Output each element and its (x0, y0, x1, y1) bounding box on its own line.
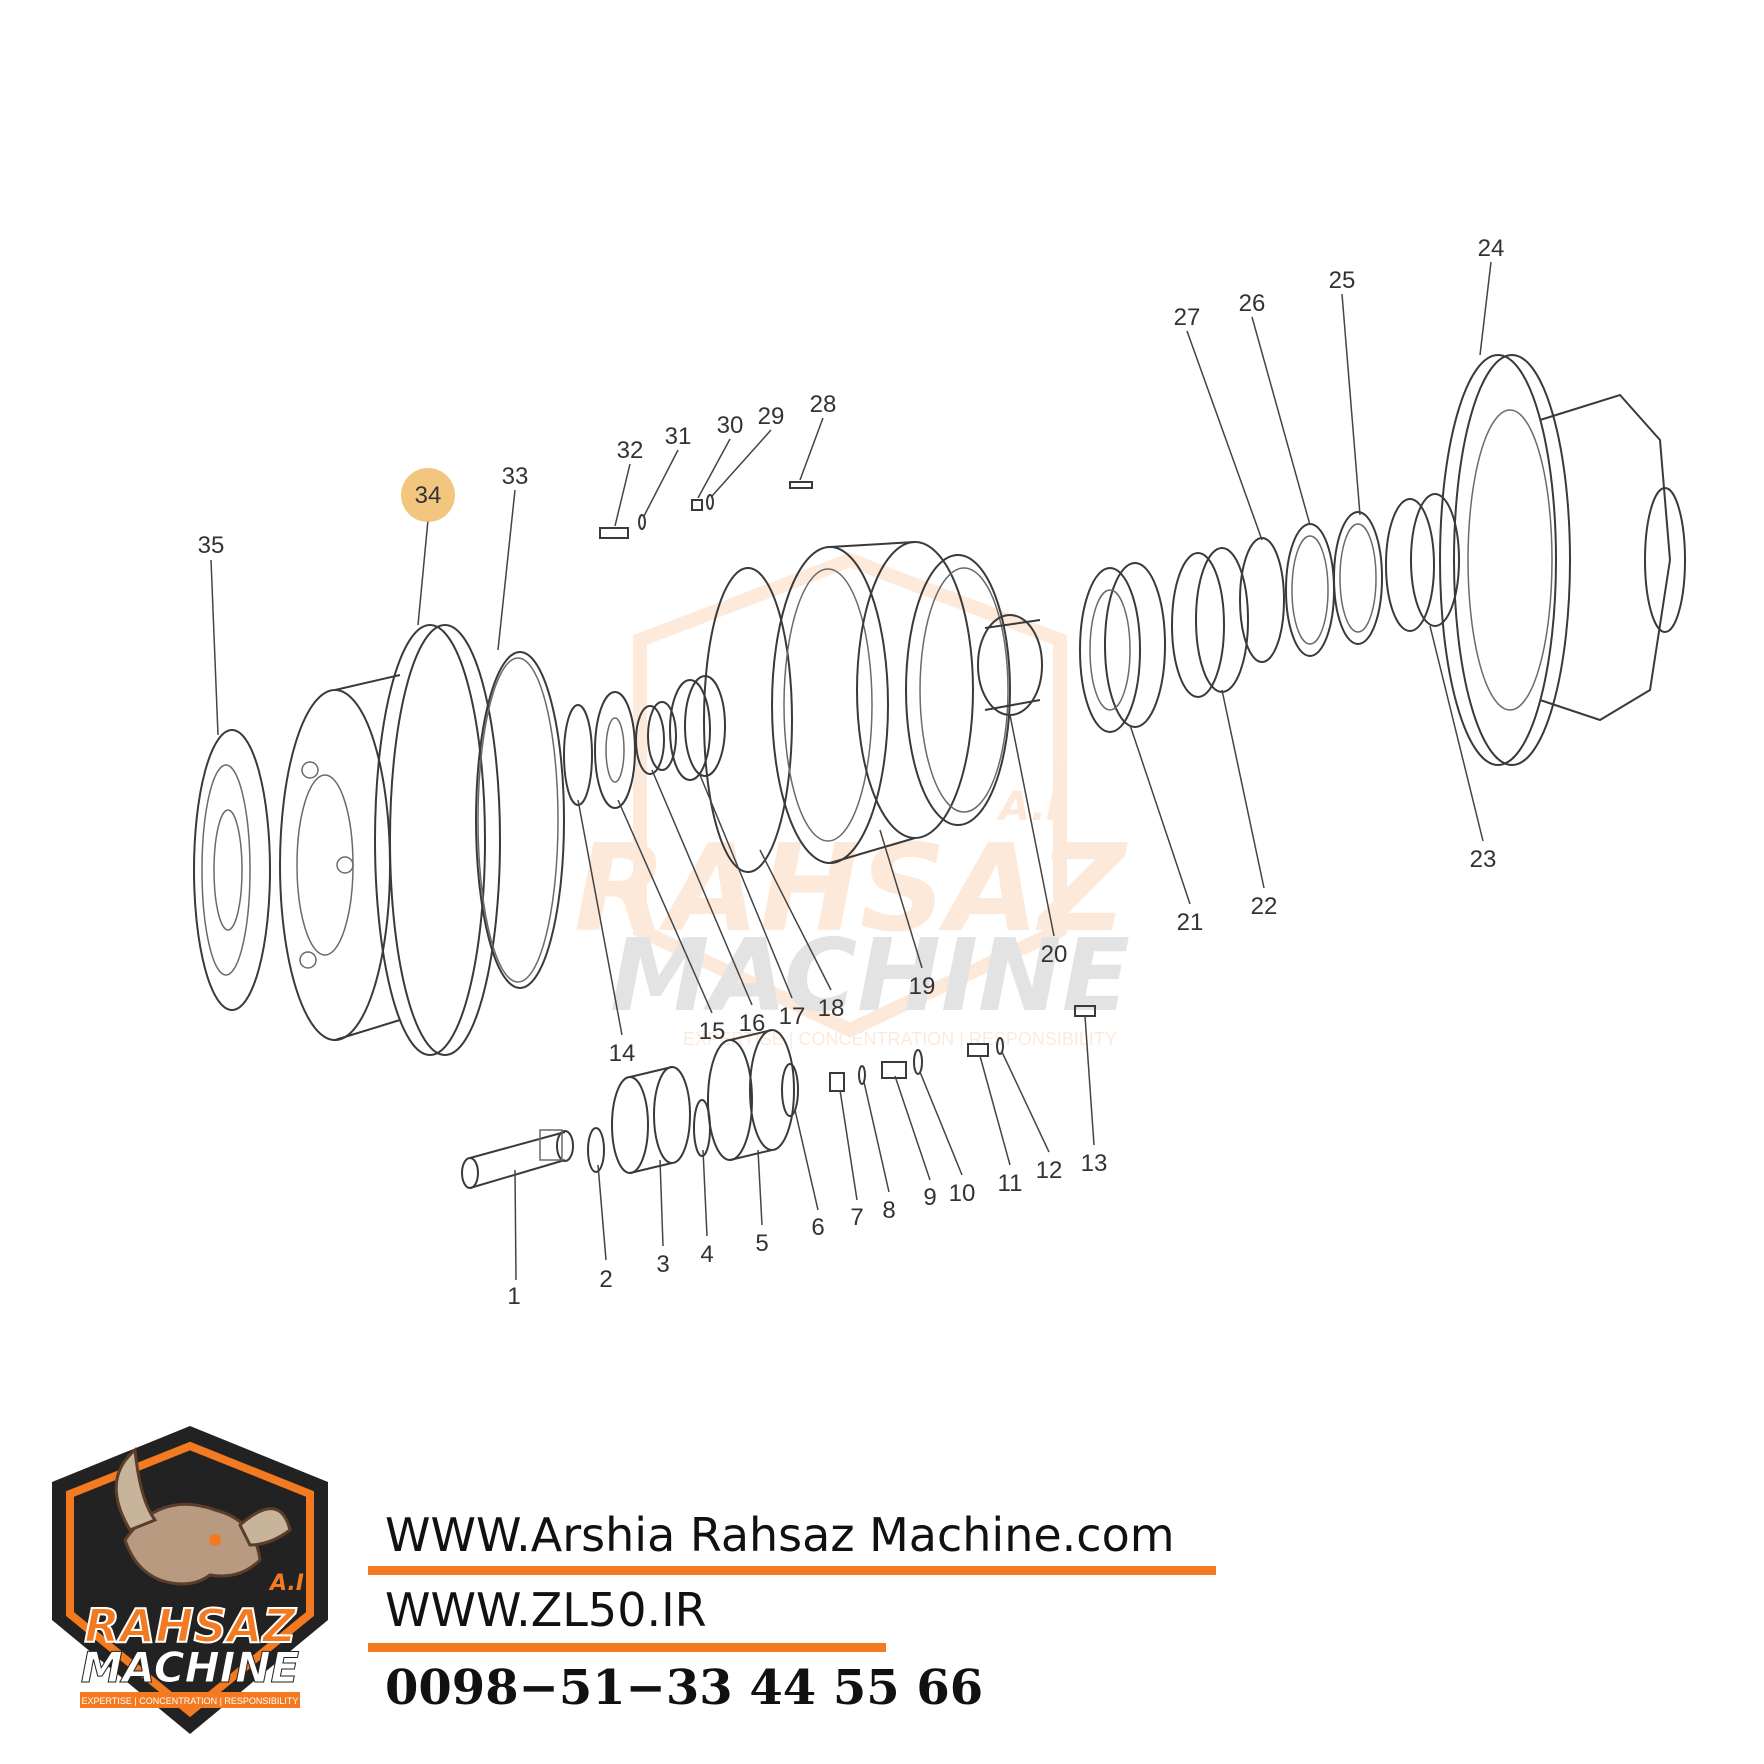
part-19-ring-gear (771, 541, 974, 864)
website-arshia-link[interactable]: WWW.Arshia Rahsaz Machine.com (385, 1508, 1175, 1562)
callout-label-19: 19 (909, 973, 936, 1000)
part-25-seal (1333, 511, 1383, 645)
callout-label-2: 2 (599, 1266, 612, 1293)
part-26-seal (1285, 523, 1335, 657)
callout-label-33: 33 (502, 463, 529, 490)
logo-tagline: EXPERTISE | CONCENTRATION | RESPONSIBILI… (82, 1696, 299, 1706)
rhino-head-icon (114, 1446, 292, 1586)
logo-line1: RAHSAZ (84, 1599, 297, 1653)
part-16-bushing (635, 701, 677, 775)
logo-tagline-bar (80, 1692, 300, 1708)
part-21-bearing (1079, 562, 1166, 733)
callout-label-9: 9 (923, 1184, 936, 1211)
logo-line2: MACHINE (81, 1643, 300, 1692)
part-15-washer (594, 691, 636, 809)
callout-label-15: 15 (699, 1018, 726, 1045)
callout-label-14: 14 (609, 1040, 636, 1067)
callout-label-30: 30 (717, 412, 744, 439)
part-9-bushing (881, 1061, 907, 1079)
part-33-o-ring (475, 651, 565, 989)
part-23-bearing-race (1385, 493, 1460, 632)
callout-label-32: 32 (617, 437, 644, 464)
callout-label-16: 16 (739, 1010, 766, 1037)
callout-label-12: 12 (1036, 1157, 1063, 1184)
callout-highlight-34 (401, 468, 455, 522)
watermark-tagline: EXPERTISE | CONCENTRATION | RESPONSIBILI… (683, 1029, 1117, 1049)
part-1-shaft (461, 1129, 574, 1189)
callout-label-11: 11 (998, 1170, 1023, 1197)
part-18-ring (703, 567, 793, 873)
callout-label-35: 35 (198, 532, 225, 559)
part-5-sun-gear (707, 1029, 795, 1161)
part-28-pin (789, 481, 813, 489)
callout-label-10: 10 (949, 1180, 976, 1207)
part-3-planet-gear (611, 1066, 691, 1174)
callout-label-18: 18 (818, 995, 845, 1022)
callout-label-1: 1 (507, 1283, 520, 1310)
part-31-ring (638, 514, 646, 530)
callout-label-13: 13 (1081, 1150, 1108, 1177)
part-29-ring (706, 494, 714, 510)
part-30-nut (691, 499, 703, 511)
callout-label-6: 6 (811, 1214, 824, 1241)
logo-shield-inner (66, 1441, 314, 1718)
callout-label-17: 17 (779, 1003, 806, 1030)
callout-label-34: 34 (415, 482, 442, 509)
callout-label-20: 20 (1041, 941, 1068, 968)
watermark-line2: MACHINE (610, 917, 1130, 1034)
part-8-pin (858, 1065, 866, 1085)
callout-label-28: 28 (810, 391, 837, 418)
callout-label-3: 3 (656, 1251, 669, 1278)
callout-label-23: 23 (1470, 846, 1497, 873)
callout-label-27: 27 (1174, 304, 1201, 331)
logo-initials: A.I (268, 1571, 304, 1596)
part-34-housing (279, 624, 501, 1056)
callout-label-22: 22 (1251, 893, 1278, 920)
website-zl50-link[interactable]: WWW.ZL50.IR (385, 1583, 707, 1637)
callout-label-21: 21 (1177, 909, 1204, 936)
callout-label-29: 29 (758, 403, 785, 430)
leader-lines (210, 261, 1492, 1281)
part-32-bolt (599, 527, 629, 539)
callout-label-4: 4 (700, 1241, 713, 1268)
part-20-planet-carrier (905, 554, 1043, 826)
phone-number: 0098−51−33 44 55 66 (385, 1660, 984, 1716)
watermark: RAHSAZ MACHINE A.I EXPERTISE | CONCENTRA… (574, 552, 1130, 1049)
callout-label-5: 5 (755, 1230, 768, 1257)
callout-label-31: 31 (665, 423, 692, 450)
accent-bar-1 (368, 1566, 1216, 1575)
callout-label-24: 24 (1478, 235, 1505, 262)
part-6-washer (781, 1063, 799, 1117)
callout-label-26: 26 (1239, 290, 1266, 317)
part-12-lock-ring (996, 1037, 1004, 1055)
part-22-bearing (1171, 547, 1249, 698)
part-7-nut (829, 1072, 845, 1092)
accent-bar-2 (368, 1643, 886, 1652)
callout-label-7: 7 (850, 1204, 863, 1231)
rahsaz-machine-logo: A.I RAHSAZ MACHINE EXPERTISE | CONCENTRA… (52, 1426, 328, 1734)
part-14-snap-ring (563, 704, 593, 806)
part-17-bearing (669, 675, 726, 781)
callout-label-25: 25 (1329, 267, 1356, 294)
part-24-wheel-hub (1439, 354, 1686, 766)
part-11-bolt (967, 1043, 989, 1057)
part-2-washer (587, 1127, 605, 1173)
part-35-cover-plate (193, 729, 271, 1011)
callout-label-8: 8 (882, 1197, 895, 1224)
part-10-washer (913, 1049, 923, 1075)
